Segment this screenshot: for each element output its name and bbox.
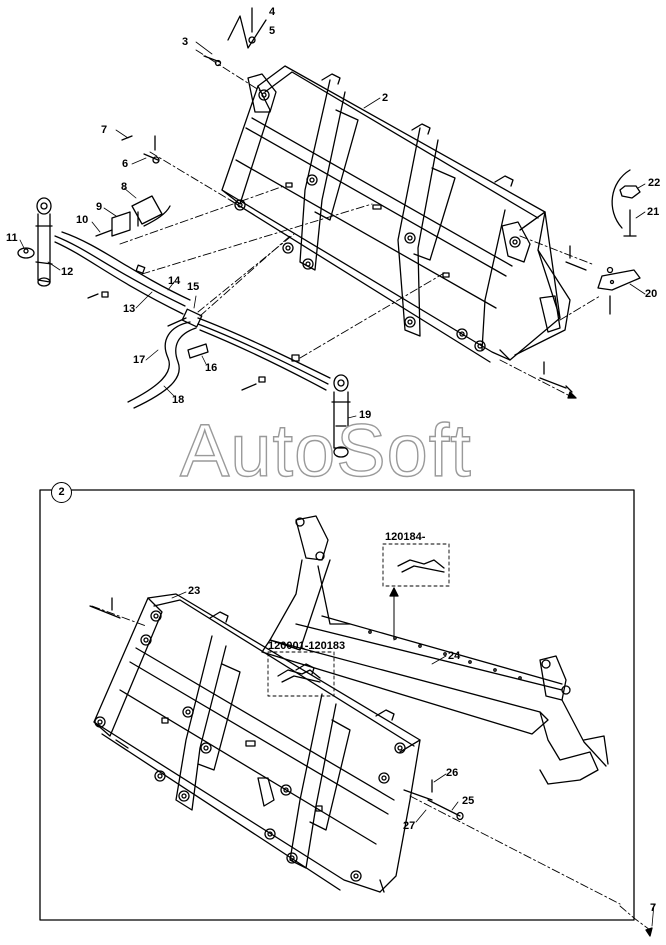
callout-19: 19 xyxy=(359,409,372,421)
callout-24: 24 xyxy=(448,650,461,662)
callout-15: 15 xyxy=(187,281,200,293)
inset-frame xyxy=(39,489,635,921)
callout-7: 7 xyxy=(101,124,108,136)
callout-16: 16 xyxy=(205,362,218,374)
ref-label-top: 120184- xyxy=(385,531,426,543)
callout-17: 17 xyxy=(133,354,146,366)
bucket-inset xyxy=(93,593,421,893)
callout-8: 8 xyxy=(121,181,128,193)
callout-12: 12 xyxy=(61,266,74,278)
callout-3: 3 xyxy=(182,36,189,48)
callout-18: 18 xyxy=(172,394,185,406)
parts-right xyxy=(539,169,641,393)
pins-top xyxy=(121,7,267,164)
callout-26: 26 xyxy=(446,767,459,779)
beam-inset xyxy=(261,515,609,785)
callout-11: 11 xyxy=(6,232,18,244)
callout-20: 20 xyxy=(645,288,658,300)
callout-14: 14 xyxy=(168,275,181,287)
callout-2: 2 xyxy=(382,92,389,104)
callout-23: 23 xyxy=(188,585,201,597)
callout-25: 25 xyxy=(462,795,475,807)
callout-10: 10 xyxy=(76,214,89,226)
bucket-main xyxy=(221,65,571,363)
callout-21: 21 xyxy=(647,206,660,218)
center-lines xyxy=(119,49,601,397)
callout-5: 5 xyxy=(269,25,276,37)
callout-22: 22 xyxy=(648,177,661,189)
callout-13: 13 xyxy=(123,303,136,315)
callout-6: 6 xyxy=(122,158,129,170)
hydraulic-assembly xyxy=(17,195,351,458)
callout-27: 27 xyxy=(403,820,416,832)
callout-7b: 7 xyxy=(650,902,657,914)
inset-badge: 2 xyxy=(51,482,72,503)
callout-4: 4 xyxy=(269,6,276,18)
ref-label-bottom: 120001-120183 xyxy=(268,640,346,652)
callout-9: 9 xyxy=(96,201,103,213)
